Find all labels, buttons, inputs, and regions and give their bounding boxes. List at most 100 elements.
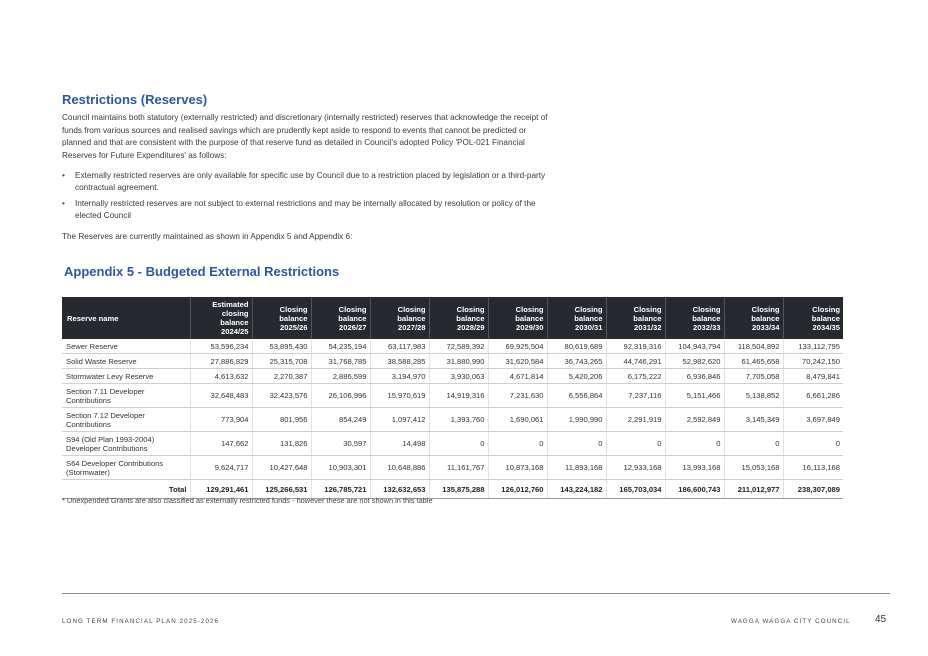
column-header: Closing balance 2026/27 bbox=[311, 297, 371, 339]
balance-cell: 25,315,708 bbox=[252, 353, 312, 369]
balance-cell: 61,465,658 bbox=[724, 353, 784, 369]
balance-cell: 63,117,983 bbox=[370, 339, 430, 354]
column-header-reserve-name: Reserve name bbox=[62, 297, 191, 339]
balance-cell: 69,925,504 bbox=[488, 339, 548, 354]
balance-cell: 80,619,689 bbox=[547, 339, 607, 354]
balance-cell: 1,393,760 bbox=[429, 407, 489, 432]
appendix-title: Appendix 5 - Budgeted External Restricti… bbox=[64, 264, 340, 279]
balance-cell: 2,592,849 bbox=[665, 407, 725, 432]
reserve-name-cell: S64 Developer Contributions (Stormwater) bbox=[62, 455, 191, 480]
reserve-name-cell: Section 7.12 Developer Contributions bbox=[62, 407, 191, 432]
reserve-types-list: •Externally restricted reserves are only… bbox=[62, 170, 552, 226]
balance-cell: 13,993,168 bbox=[665, 455, 725, 480]
reserve-name-cell: Section 7.11 Developer Contributions bbox=[62, 383, 191, 408]
footer-council-name: WAGGA WAGGA CITY COUNCIL bbox=[731, 618, 851, 625]
balance-cell: 6,175,222 bbox=[606, 368, 666, 384]
balance-cell: 118,504,892 bbox=[724, 339, 784, 354]
balance-cell: 9,624,717 bbox=[190, 455, 253, 480]
balance-cell: 5,420,206 bbox=[547, 368, 607, 384]
column-header: Closing balance 2025/26 bbox=[252, 297, 312, 339]
balance-cell: 147,662 bbox=[190, 431, 253, 456]
column-header: Closing balance 2030/31 bbox=[547, 297, 607, 339]
reserve-name-cell: Stormwater Levy Reserve bbox=[62, 368, 191, 384]
bullet-icon: • bbox=[62, 171, 65, 180]
balance-cell: 0 bbox=[547, 431, 607, 456]
balance-cell: 0 bbox=[606, 431, 666, 456]
balance-cell: 14,498 bbox=[370, 431, 430, 456]
balance-cell: 4,671,814 bbox=[488, 368, 548, 384]
balance-cell: 27,886,829 bbox=[190, 353, 253, 369]
balance-cell: 854,249 bbox=[311, 407, 371, 432]
balance-cell: 0 bbox=[783, 431, 843, 456]
column-header: Closing balance 2029/30 bbox=[488, 297, 548, 339]
balance-cell: 6,661,286 bbox=[783, 383, 843, 408]
balance-cell: 0 bbox=[429, 431, 489, 456]
total-cell: 135,875,288 bbox=[429, 479, 489, 499]
balance-cell: 6,936,846 bbox=[665, 368, 725, 384]
footer-document-title: LONG TERM FINANCIAL PLAN 2025-2026 bbox=[62, 618, 220, 625]
balance-cell: 801,956 bbox=[252, 407, 312, 432]
balance-cell: 53,596,234 bbox=[190, 339, 253, 354]
total-cell: 125,266,531 bbox=[252, 479, 312, 499]
balance-cell: 14,919,316 bbox=[429, 383, 489, 408]
balance-cell: 3,930,063 bbox=[429, 368, 489, 384]
balance-cell: 38,588,285 bbox=[370, 353, 430, 369]
column-header: Closing balance 2033/34 bbox=[724, 297, 784, 339]
balance-cell: 6,556,864 bbox=[547, 383, 607, 408]
balance-cell: 2,270,387 bbox=[252, 368, 312, 384]
column-header: Closing balance 2031/32 bbox=[606, 297, 666, 339]
balance-cell: 31,768,785 bbox=[311, 353, 371, 369]
balance-cell: 4,613,632 bbox=[190, 368, 253, 384]
balance-cell: 52,982,620 bbox=[665, 353, 725, 369]
balance-cell: 10,427,648 bbox=[252, 455, 312, 480]
balance-cell: 773,904 bbox=[190, 407, 253, 432]
balance-cell: 36,743,265 bbox=[547, 353, 607, 369]
balance-cell: 31,880,990 bbox=[429, 353, 489, 369]
balance-cell: 10,903,301 bbox=[311, 455, 371, 480]
table-row: S64 Developer Contributions (Stormwater)… bbox=[62, 455, 843, 480]
balance-cell: 30,597 bbox=[311, 431, 371, 456]
balance-cell: 31,620,584 bbox=[488, 353, 548, 369]
balance-cell: 1,990,990 bbox=[547, 407, 607, 432]
balance-cell: 7,237,116 bbox=[606, 383, 666, 408]
balance-cell: 44,746,291 bbox=[606, 353, 666, 369]
balance-cell: 11,161,767 bbox=[429, 455, 489, 480]
table-row: S94 (Old Plan 1993-2004) Developer Contr… bbox=[62, 431, 843, 456]
section-heading: Restrictions (Reserves) bbox=[62, 92, 208, 107]
balance-cell: 7,231,630 bbox=[488, 383, 548, 408]
total-cell: 126,785,721 bbox=[311, 479, 371, 499]
balance-cell: 16,113,168 bbox=[783, 455, 843, 480]
total-cell: 132,632,653 bbox=[370, 479, 430, 499]
balance-cell: 15,970,619 bbox=[370, 383, 430, 408]
balance-cell: 2,886,599 bbox=[311, 368, 371, 384]
bullet-icon: • bbox=[62, 199, 65, 208]
balance-cell: 3,697,849 bbox=[783, 407, 843, 432]
page-number: 45 bbox=[875, 614, 887, 625]
balance-cell: 8,479,841 bbox=[783, 368, 843, 384]
total-cell: 126,012,760 bbox=[488, 479, 548, 499]
balance-cell: 32,423,576 bbox=[252, 383, 312, 408]
balance-cell: 104,943,794 bbox=[665, 339, 725, 354]
balance-cell: 92,319,316 bbox=[606, 339, 666, 354]
column-header: Estimated closing balance 2024/25 bbox=[190, 297, 253, 339]
footer-divider bbox=[62, 593, 890, 594]
balance-cell: 0 bbox=[724, 431, 784, 456]
total-label: Total bbox=[62, 479, 191, 499]
balance-cell: 131,826 bbox=[252, 431, 312, 456]
balance-cell: 53,895,430 bbox=[252, 339, 312, 354]
balance-cell: 32,648,483 bbox=[190, 383, 253, 408]
total-cell: 143,224,182 bbox=[547, 479, 607, 499]
total-cell: 211,012,977 bbox=[724, 479, 784, 499]
column-header: Closing balance 2034/35 bbox=[783, 297, 843, 339]
footnote: * Unexpended Grants are also classified … bbox=[62, 496, 433, 505]
balance-cell: 11,893,168 bbox=[547, 455, 607, 480]
balance-cell: 3,194,970 bbox=[370, 368, 430, 384]
intro-paragraph: Council maintains both statutory (extern… bbox=[62, 113, 548, 160]
column-header: Closing balance 2028/29 bbox=[429, 297, 489, 339]
